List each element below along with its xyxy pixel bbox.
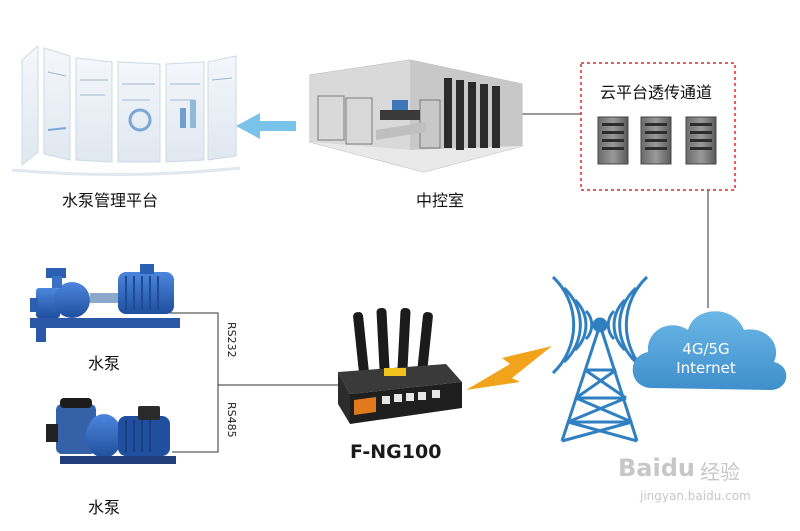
cloud-icon [632,311,787,390]
signal-tower-icon [551,275,649,443]
watermark-brand: Baidu [618,454,695,482]
line-pump-bottom [172,385,219,453]
rs232-label: RS232 [225,322,238,358]
server-icon [685,116,717,165]
cloud-channel-box [580,62,736,191]
pump-bottom-label: 水泵 [88,498,121,517]
server-icon [640,116,672,165]
control-room-label: 中控室 [416,191,465,210]
pump-top-label: 水泵 [88,354,121,373]
lightning-icon [466,346,552,390]
router-icon [338,307,462,424]
pump-icon [46,398,176,464]
connection-lines [170,113,709,453]
platform-label: 水泵管理平台 [62,191,159,210]
rs485-label: RS485 [225,402,238,438]
line-pump-top [170,312,219,385]
arrow-left-icon [236,113,296,139]
watermark-cn: 经验 [700,460,740,484]
network-label-line2: Internet [676,359,736,377]
pump-icon [30,264,180,342]
cloud-channel-label: 云平台透传通道 [600,83,713,102]
network-label-line1: 4G/5G [682,340,730,358]
control-room-icon [309,59,523,173]
dashboard-screens-icon [11,44,241,177]
watermark-url: jingyan.baidu.com [640,489,751,503]
server-icon [597,116,629,165]
router-label: F-NG100 [350,441,442,463]
